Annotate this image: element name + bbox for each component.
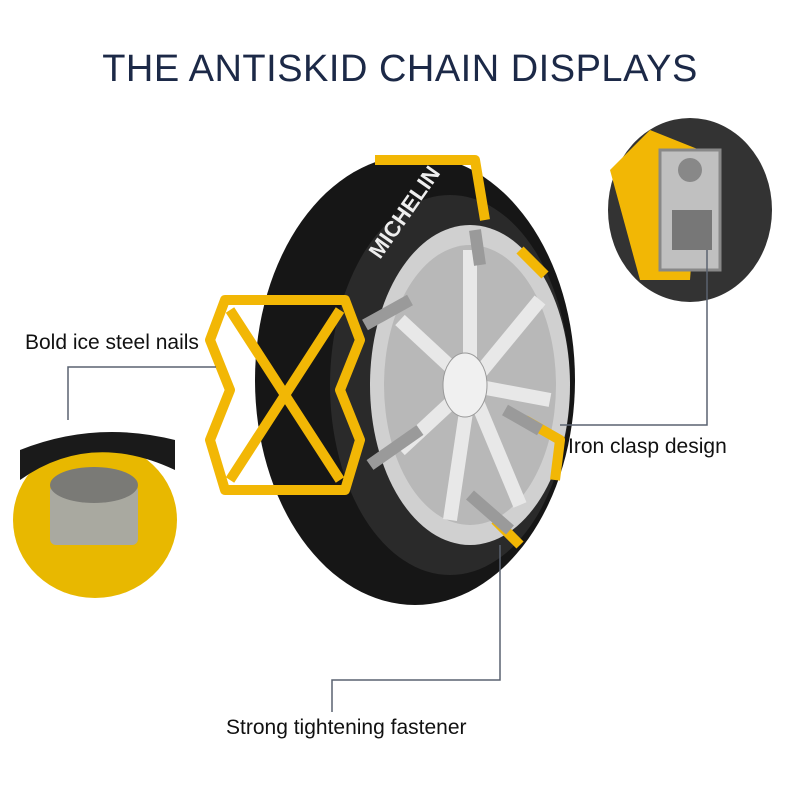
page-title: THE ANTISKID CHAIN DISPLAYS [102,48,698,90]
callout-iron-clasp: Iron clasp design [568,435,727,458]
leader-lines [67,250,708,712]
callout-steel-nails: Bold ice steel nails [25,331,199,354]
steel-nail-inset [13,432,177,598]
tire-image: MICHELIN [255,155,575,605]
callout-tightening-fastener: Strong tightening fastener [226,716,467,739]
iron-clasp-inset [608,118,772,302]
